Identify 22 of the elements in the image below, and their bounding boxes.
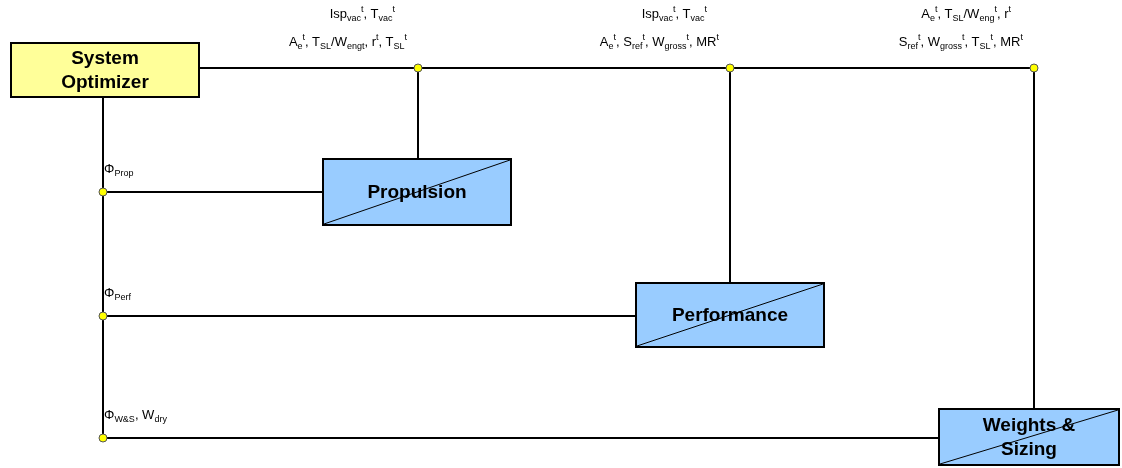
box-title: System Optimizer — [60, 46, 150, 94]
signal-label: Φ$_{W&S}$, W$_{dry}$ — [104, 407, 167, 426]
connector-line — [199, 67, 415, 69]
signal-label: Φ$_{Perf}$ — [104, 285, 131, 304]
connector-line — [729, 71, 731, 283]
connector-line — [102, 97, 104, 189]
signal-label: S$_{ref}$$^{t}$, W$_{gross}$$^{t}$, T$_{SL}$$^{t}$, MR$^{t}$ — [898, 31, 1023, 53]
discipline-box — [938, 408, 1120, 466]
signal-label: Φ$_{Prop}$ — [104, 161, 134, 180]
connector-line — [102, 195, 104, 313]
connector-line — [421, 67, 727, 69]
connector-line — [106, 191, 323, 193]
signal-label: A$_{e}$$^{t}$, T$_{SL}$/W$_{eng}$$^{t}$, r$^{t}$ — [921, 3, 1011, 25]
discipline-box — [322, 158, 512, 226]
connector-line — [106, 315, 636, 317]
connector-line — [102, 319, 104, 435]
connector-line — [1033, 71, 1035, 409]
signal-label: A$_{e}$$^{t}$, S$_{ref}$$^{t}$, W$_{gross}$$^{t}$, MR$^{t}$ — [599, 31, 719, 53]
connector-line — [733, 67, 1031, 69]
optimizer-box — [10, 42, 200, 98]
connector-line — [417, 71, 419, 159]
connector-line — [106, 437, 939, 439]
